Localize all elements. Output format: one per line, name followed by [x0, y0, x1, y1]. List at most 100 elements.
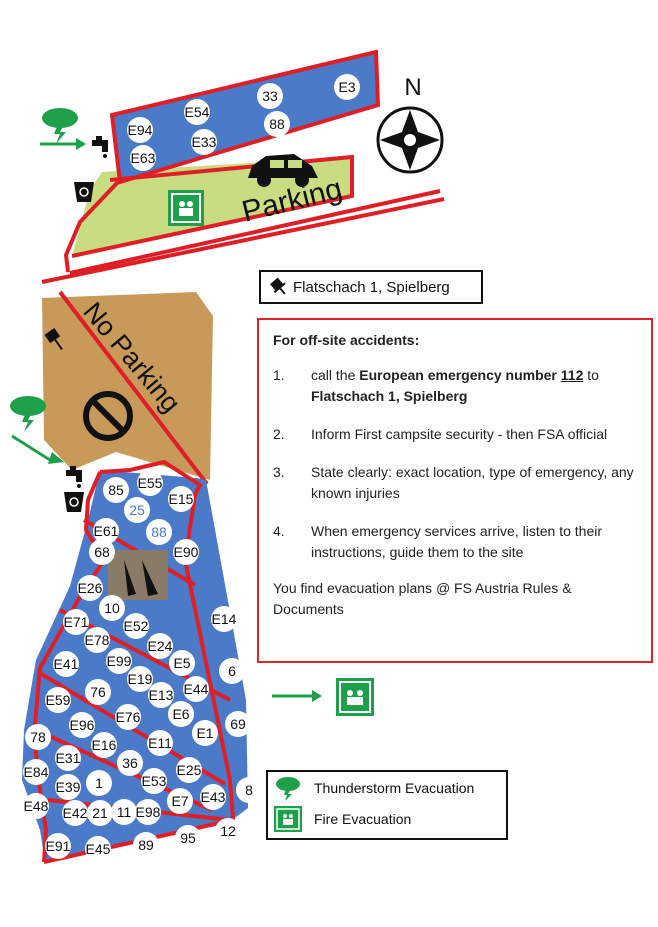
pitch-marker: E44: [183, 676, 209, 702]
pitch-marker: E84: [23, 759, 49, 785]
info-item: 2. Inform First campsite security - then…: [273, 426, 608, 442]
no-parking-area: [42, 292, 213, 480]
pitch-marker: E55: [137, 470, 163, 496]
pitch-marker-label: 1: [95, 775, 103, 791]
pitch-marker: 11: [111, 799, 137, 825]
pitch-marker-label: 78: [30, 729, 46, 745]
info-item: 3. State clearly: exact location, type o…: [273, 464, 634, 501]
pitch-marker-label: E41: [54, 656, 79, 672]
pitch-marker: E96: [69, 712, 95, 738]
compass-icon: [376, 106, 444, 174]
pitch-marker: E61: [93, 518, 119, 544]
pitch-marker-label: E16: [92, 737, 117, 753]
pitch-marker-label: E59: [46, 692, 71, 708]
pitch-marker-label: 6: [228, 663, 236, 679]
pitch-marker: E26: [77, 575, 103, 601]
address-box: Flatschach 1, Spielberg: [259, 270, 483, 304]
pitch-marker-label: E48: [24, 798, 49, 814]
no-parking-sign-icon: [83, 391, 133, 441]
legend-item-thunderstorm: Thunderstorm Evacuation: [268, 772, 506, 803]
pitch-marker: 88: [146, 519, 172, 545]
pitch-marker: E11: [147, 730, 173, 756]
pitch-marker: 12: [215, 818, 241, 844]
pitch-marker-label: 85: [108, 482, 124, 498]
pitch-marker: E39: [55, 774, 81, 800]
address-text: Flatschach 1, Spielberg: [293, 278, 450, 296]
pitch-marker: E6: [168, 701, 194, 727]
pitch-marker-label: E39: [56, 779, 81, 795]
zone-top: [112, 52, 378, 182]
pitch-marker-label: E24: [148, 638, 173, 654]
car-icon: [248, 154, 318, 187]
pitch-marker-label: 8: [245, 782, 253, 798]
pitch-marker-label: 76: [90, 684, 106, 700]
pitch-marker-label: 89: [138, 837, 154, 853]
sanitary-area-icon: [108, 550, 168, 600]
water-tap-icon: [92, 136, 108, 158]
pitch-marker: 89: [133, 832, 159, 858]
pitch-marker: E3: [334, 74, 360, 100]
pitch-marker: 21: [87, 800, 113, 826]
pitch-marker-label: E45: [86, 841, 111, 857]
pitch-marker-label: E54: [185, 104, 210, 120]
recycle-bin-icon: [74, 182, 94, 202]
pitch-marker: E71: [63, 609, 89, 635]
pitch-marker-label: E84: [24, 764, 49, 780]
pitch-marker: E45: [85, 836, 111, 862]
pitch-marker: E91: [45, 833, 71, 859]
legend-item-fire: Fire Evacuation: [268, 803, 506, 834]
pitch-marker: E54: [184, 99, 210, 125]
pitch-marker: E16: [91, 732, 117, 758]
pitch-marker-label: E43: [201, 789, 226, 805]
pitch-marker: 88: [264, 111, 290, 137]
pitch-marker-label: E14: [212, 611, 237, 627]
fire-evacuation-point-icon: [168, 190, 204, 226]
pitch-marker: E25: [176, 757, 202, 783]
legend: Thunderstorm Evacuation Fire Evacuation: [266, 770, 508, 840]
pitch-marker-label: E71: [64, 614, 89, 630]
pitch-marker-label: E91: [46, 838, 71, 854]
pitch-marker-label: 21: [92, 805, 108, 821]
pitch-marker-label: 36: [122, 755, 138, 771]
pitch-marker: 10: [99, 595, 125, 621]
pitch-marker: E90: [173, 539, 199, 565]
pitch-marker-label: E55: [138, 475, 163, 491]
pitch-marker: E76: [115, 704, 141, 730]
pitch-marker: 68: [89, 539, 115, 565]
info-item: 1. call the European emergency number 11…: [273, 367, 599, 404]
info-title: For off-site accidents:: [273, 332, 420, 348]
emergency-info-box: For off-site accidents: 1. call the Euro…: [257, 318, 653, 663]
pitch-marker-label: E90: [174, 544, 199, 560]
pushpin-icon: [270, 277, 286, 295]
pitch-marker: E43: [200, 784, 226, 810]
pitch-marker: 76: [85, 679, 111, 705]
pitch-marker-label: 12: [220, 823, 236, 839]
pitch-marker-label: E96: [70, 717, 95, 733]
pitch-marker: E7: [167, 788, 193, 814]
pitch-marker-label: E26: [78, 580, 103, 596]
pitch-marker-label: 25: [129, 502, 145, 518]
pitch-marker: 85: [103, 477, 129, 503]
pitch-marker: 69: [225, 711, 251, 737]
pitch-marker-label: E1: [196, 725, 213, 741]
water-tap-icon: [66, 466, 82, 488]
pitch-marker: 95: [175, 825, 201, 851]
pitch-marker-label: E98: [136, 804, 161, 820]
pitch-marker-label: 11: [117, 804, 132, 820]
pitch-marker: E63: [130, 145, 156, 171]
pitch-marker: E1: [192, 720, 218, 746]
pitch-marker-label: E53: [142, 773, 167, 789]
pitch-marker-label: E99: [107, 653, 132, 669]
pitch-marker: 1: [86, 770, 112, 796]
pitch-marker: E59: [45, 687, 71, 713]
pitch-marker-label: 88: [269, 116, 285, 132]
pitch-marker: E19: [127, 666, 153, 692]
thunderstorm-icon: [276, 776, 300, 801]
pitch-marker-label: E61: [94, 523, 119, 539]
pitch-marker: E98: [135, 799, 161, 825]
pin-icon: [44, 328, 63, 351]
pitch-marker-label: E76: [116, 709, 141, 725]
pitch-marker-label: 68: [94, 544, 110, 560]
